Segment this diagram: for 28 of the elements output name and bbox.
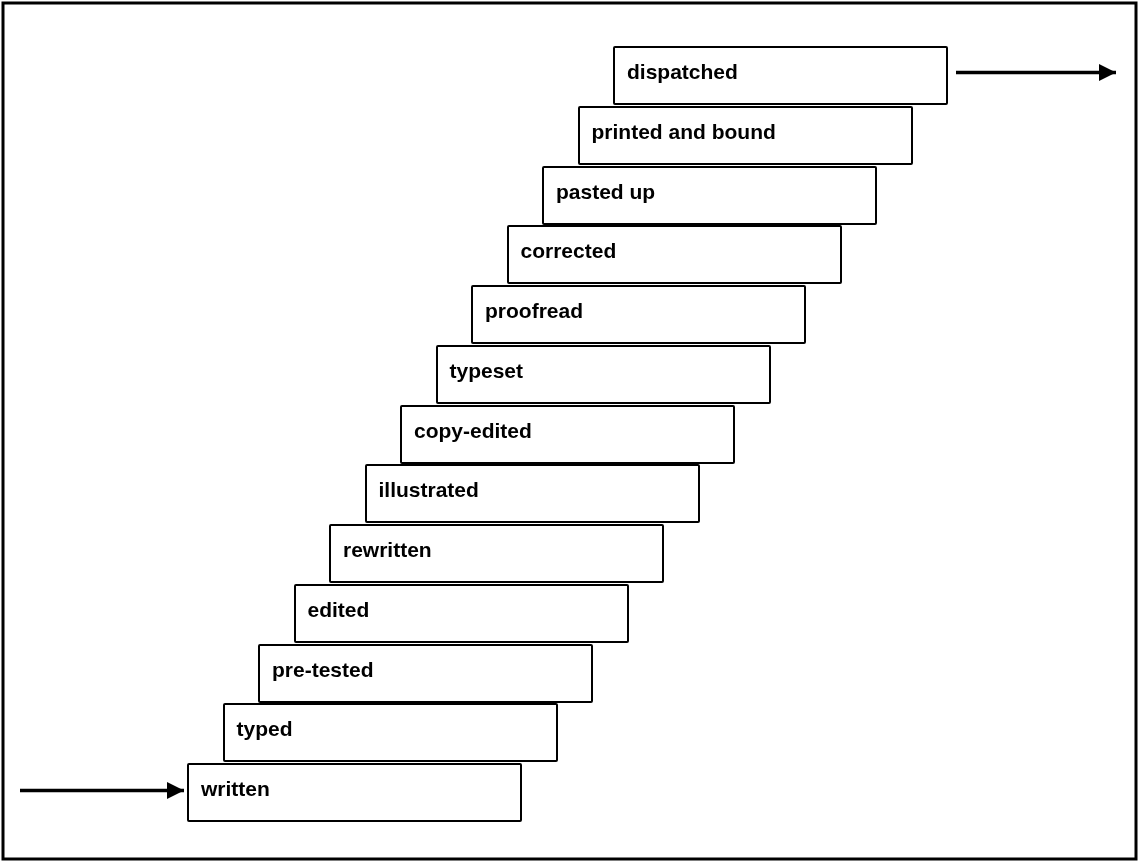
step-label: copy-edited bbox=[414, 418, 532, 443]
step-label: dispatched bbox=[627, 60, 738, 84]
step-box bbox=[577, 105, 913, 165]
step-box bbox=[435, 344, 771, 404]
step-box bbox=[187, 763, 522, 822]
step-box bbox=[613, 46, 948, 105]
step-box bbox=[329, 524, 664, 583]
step-box bbox=[506, 225, 842, 285]
step-label: typed bbox=[236, 717, 293, 742]
step-box bbox=[364, 464, 700, 524]
arrow bbox=[956, 63, 1116, 82]
step-box bbox=[222, 703, 558, 763]
step-label: pre-tested bbox=[272, 657, 374, 682]
step-box bbox=[258, 643, 593, 703]
step-box bbox=[293, 583, 629, 643]
step-label: corrected bbox=[520, 239, 617, 264]
step-label: illustrated bbox=[378, 478, 479, 503]
step-label: proofread bbox=[485, 299, 583, 323]
step-label: written bbox=[201, 777, 270, 801]
arrow bbox=[20, 781, 184, 800]
step-label: pasted up bbox=[556, 179, 656, 204]
step-box bbox=[400, 404, 735, 464]
step-box bbox=[542, 165, 877, 225]
step-label: printed and bound bbox=[591, 119, 776, 144]
step-label: typeset bbox=[449, 358, 524, 383]
step-label: rewritten bbox=[343, 538, 432, 562]
step-box bbox=[471, 285, 806, 344]
step-label: edited bbox=[307, 597, 370, 622]
